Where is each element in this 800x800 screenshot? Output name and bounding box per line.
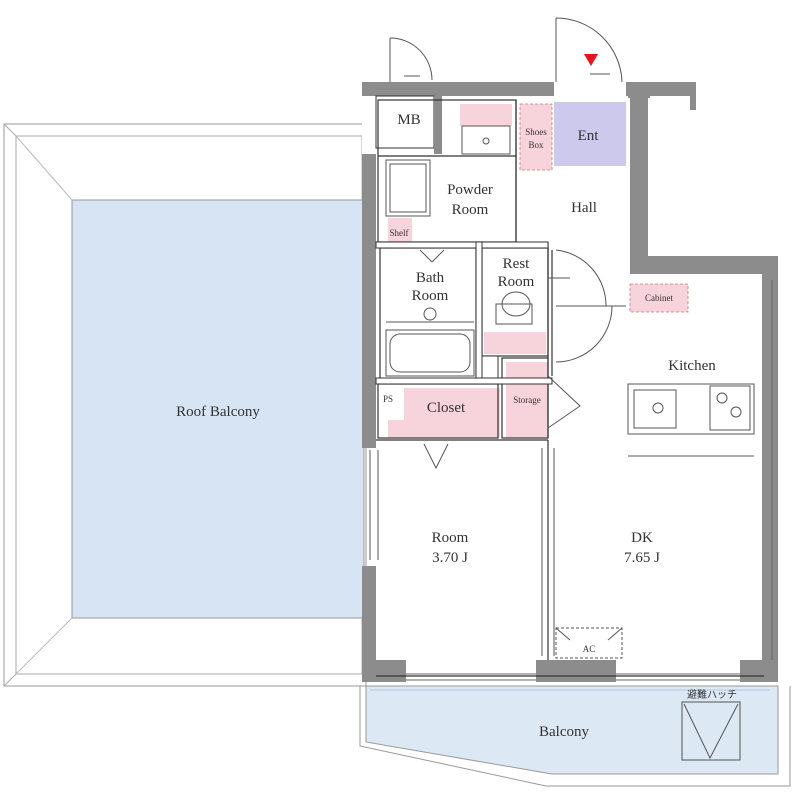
dk-size-label: 7.65 J xyxy=(624,550,660,566)
bath-room-label-1: Bath xyxy=(416,270,445,286)
doors xyxy=(369,17,773,681)
ps-label: PS xyxy=(383,394,393,404)
fixtures xyxy=(385,125,755,761)
room-size-label: 3.70 J xyxy=(432,550,468,566)
exterior-walls xyxy=(362,82,778,682)
closet-lower-fill xyxy=(388,420,500,438)
shoes-box-fill xyxy=(519,103,553,171)
powder-room-label-2: Room xyxy=(452,202,489,218)
cabinet-label: Cabinet xyxy=(645,293,673,303)
dk-label: DK xyxy=(631,530,653,546)
rest-room-label-2: Room xyxy=(498,274,535,290)
storage-label: Storage xyxy=(513,395,541,405)
room-label: Room xyxy=(432,530,469,546)
balcony-label: Balcony xyxy=(539,724,589,740)
restroom-counter-fill xyxy=(484,332,546,354)
closet-fill xyxy=(404,388,500,420)
room-labels: MB Shoes Box Ent Powder Room Shelf Hall … xyxy=(176,112,737,740)
ac-label: AC xyxy=(583,644,596,654)
roof-balcony xyxy=(3,123,367,687)
rest-room-label-1: Rest xyxy=(503,256,531,272)
kitchen-label: Kitchen xyxy=(668,358,716,374)
storage-fill xyxy=(506,362,548,438)
entrance-fill xyxy=(554,102,626,166)
ent-label: Ent xyxy=(578,128,600,144)
mb-label: MB xyxy=(397,112,420,128)
escape-hatch-label: 避難ハッチ xyxy=(687,688,737,701)
shelf-fill xyxy=(388,218,412,242)
shoes-box-label-1: Shoes xyxy=(525,127,547,137)
cabinet-fill xyxy=(629,283,689,313)
powder-counter-fill xyxy=(460,104,512,126)
shelf-label: Shelf xyxy=(390,228,409,238)
roof-balcony-label: Roof Balcony xyxy=(176,404,260,420)
roof-balcony-fill xyxy=(71,199,365,619)
shoes-box-label-2: Box xyxy=(528,140,544,150)
closet-label: Closet xyxy=(427,400,466,416)
powder-room-label-1: Powder xyxy=(447,182,493,198)
bath-room-label-2: Room xyxy=(412,288,449,304)
hall-label: Hall xyxy=(571,200,597,216)
balcony-area xyxy=(359,685,791,787)
entry-marker xyxy=(584,54,598,66)
